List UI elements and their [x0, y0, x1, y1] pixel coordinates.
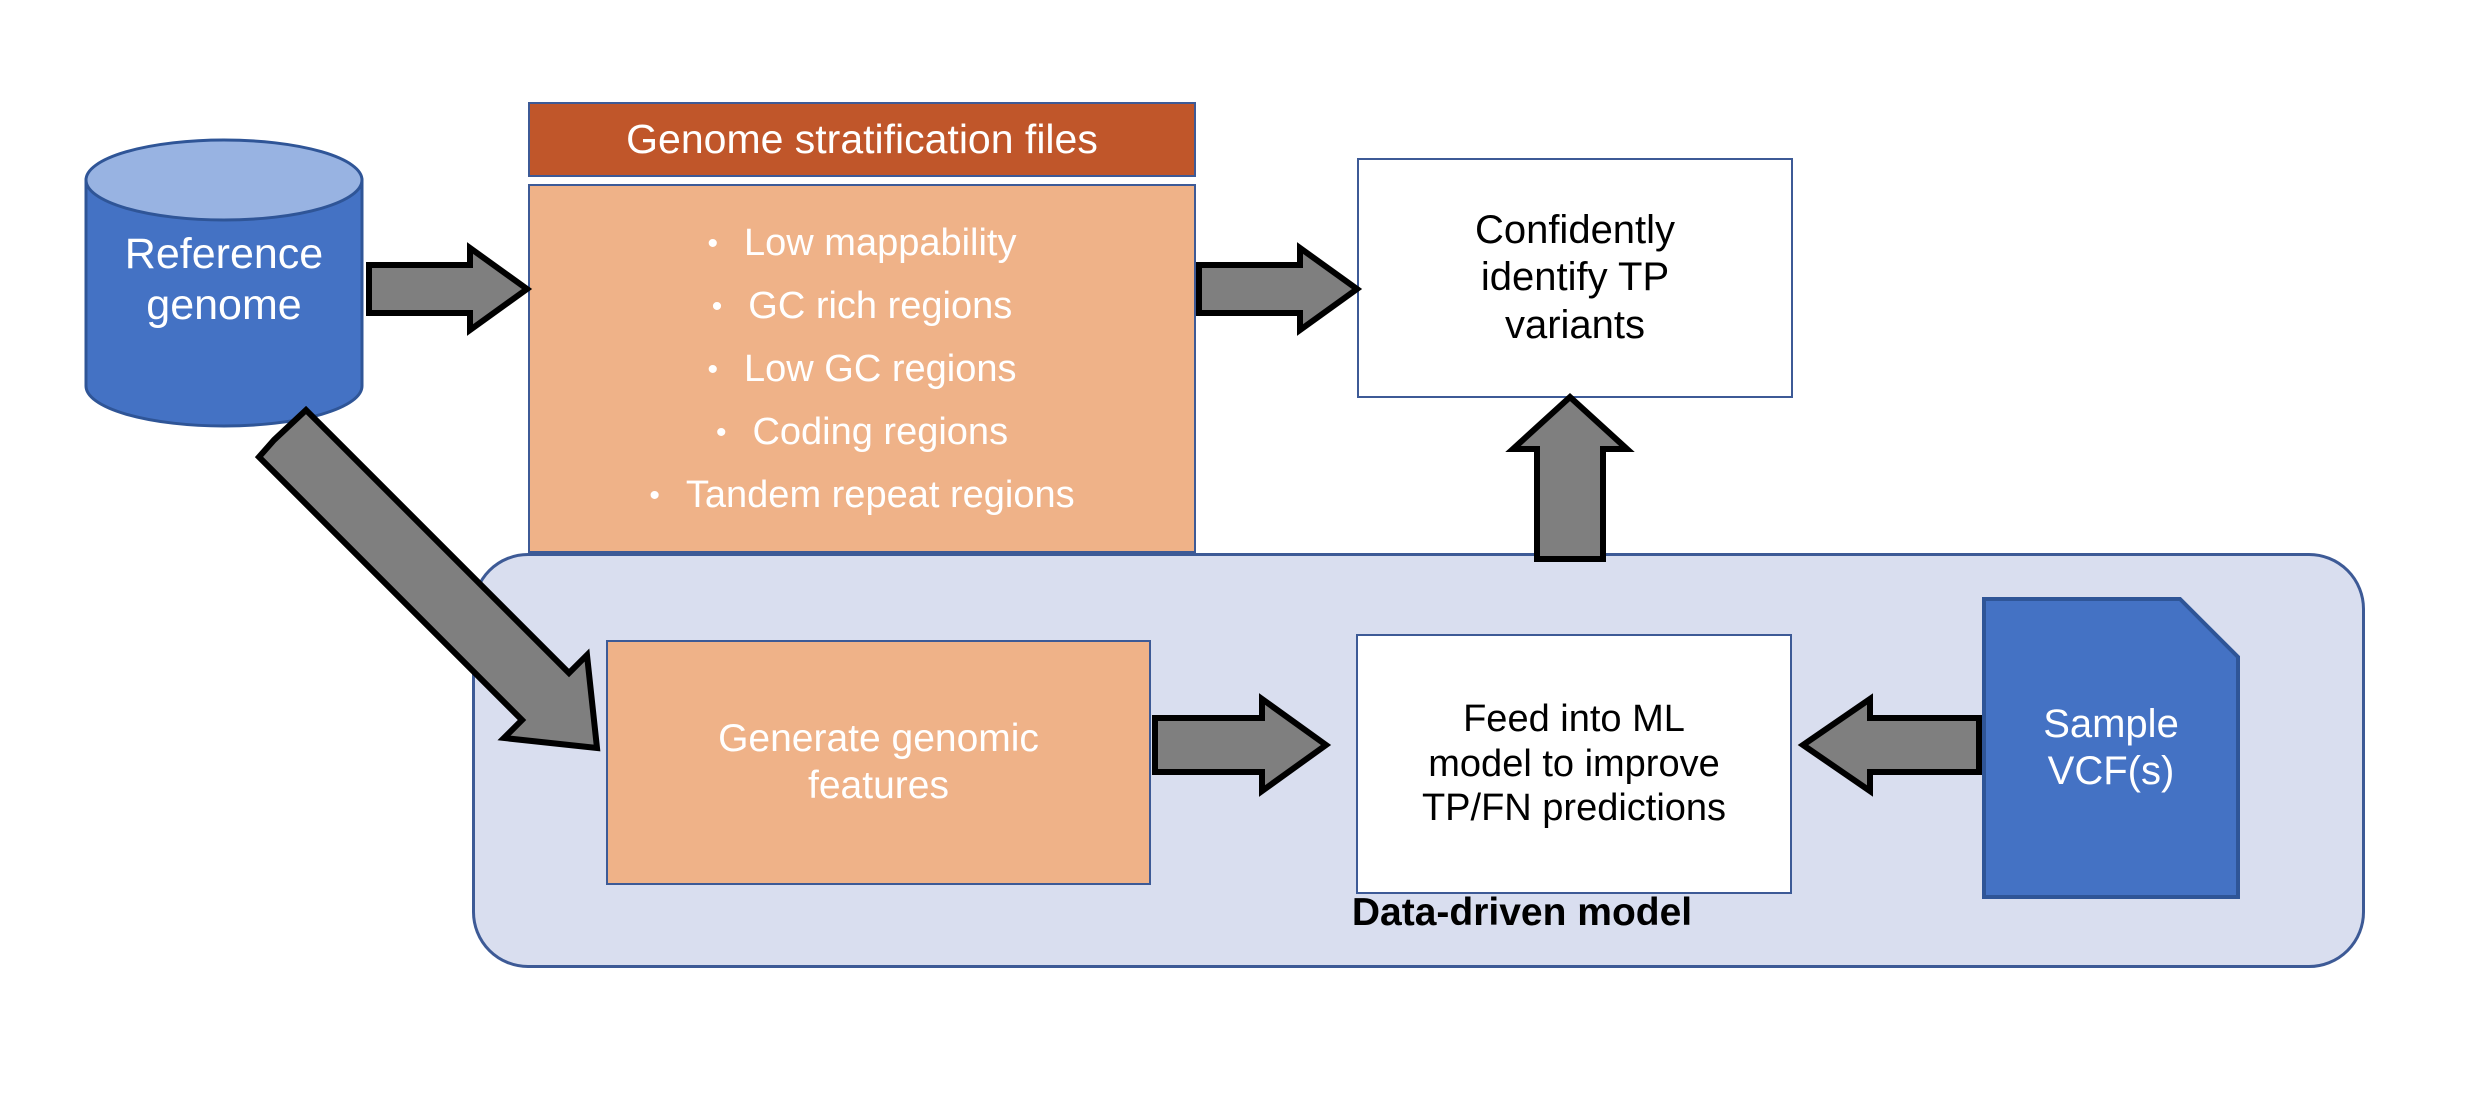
- stratification-item: • Low GC regions: [530, 338, 1194, 401]
- stratification-item-label: Low mappability: [744, 222, 1017, 265]
- bullet-icon: •: [707, 226, 719, 260]
- stratification-item-label: Low GC regions: [744, 348, 1017, 391]
- ml-model-line3: TP/FN predictions: [1421, 787, 1727, 830]
- ml-model-line2: model to improve: [1428, 742, 1720, 785]
- stratification-box: • Low mappability • GC rich regions • Lo…: [528, 184, 1196, 553]
- cylinder-icon: [84, 138, 364, 428]
- tp-variants-line3: variants: [1504, 302, 1646, 347]
- arrow-ref-to-stratification: [366, 242, 533, 336]
- stratification-header: Genome stratification files: [528, 102, 1196, 177]
- stratification-item-label: Coding regions: [752, 411, 1009, 454]
- bullet-icon: •: [711, 289, 723, 323]
- stratification-item: • Low mappability: [530, 212, 1194, 275]
- panel-label-text: Data-driven model: [1351, 890, 1693, 934]
- stratification-item-label: GC rich regions: [748, 285, 1013, 328]
- stratification-item-label: Tandem repeat regions: [685, 474, 1075, 517]
- stratification-header-label: Genome stratification files: [626, 116, 1098, 163]
- generate-features-line1: Generate genomic: [718, 717, 1039, 761]
- ml-model-line1: Feed into ML: [1463, 697, 1685, 740]
- tp-variants-line2: identify TP: [1480, 255, 1670, 300]
- bullet-icon: •: [649, 478, 660, 512]
- document-icon: [1982, 597, 2240, 899]
- generate-features-box: Generate genomic features: [606, 640, 1151, 885]
- stratification-item: • GC rich regions: [530, 275, 1194, 338]
- stratification-item: • Tandem repeat regions: [530, 464, 1194, 527]
- bullet-icon: •: [715, 415, 727, 449]
- arrow-ml-to-tp: [1505, 392, 1635, 562]
- stratification-item: • Coding regions: [530, 401, 1194, 464]
- arrow-stratification-to-tp: [1196, 242, 1363, 336]
- data-driven-model-label: Data-driven model: [1312, 885, 1732, 941]
- generate-features-line2: features: [808, 763, 949, 807]
- ml-model-box: Feed into ML model to improve TP/FN pred…: [1356, 634, 1792, 894]
- tp-variants-box: Confidently identify TP variants: [1357, 158, 1793, 398]
- bullet-icon: •: [707, 352, 719, 386]
- tp-variants-line1: Confidently: [1474, 208, 1676, 253]
